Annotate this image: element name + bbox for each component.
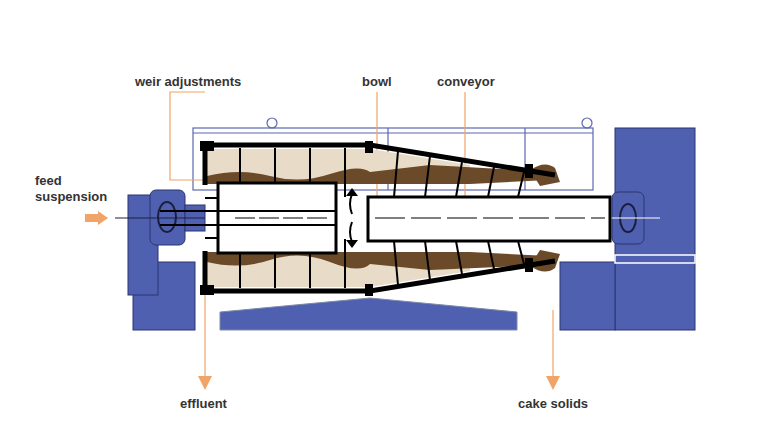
part-label: bowl <box>362 74 392 90</box>
part-label: feed suspension <box>35 173 117 205</box>
part-label: cake solids <box>518 396 588 412</box>
part-label: conveyor <box>437 74 495 90</box>
part-label: weir adjustments <box>135 74 241 90</box>
part-label: effluent <box>180 396 227 412</box>
